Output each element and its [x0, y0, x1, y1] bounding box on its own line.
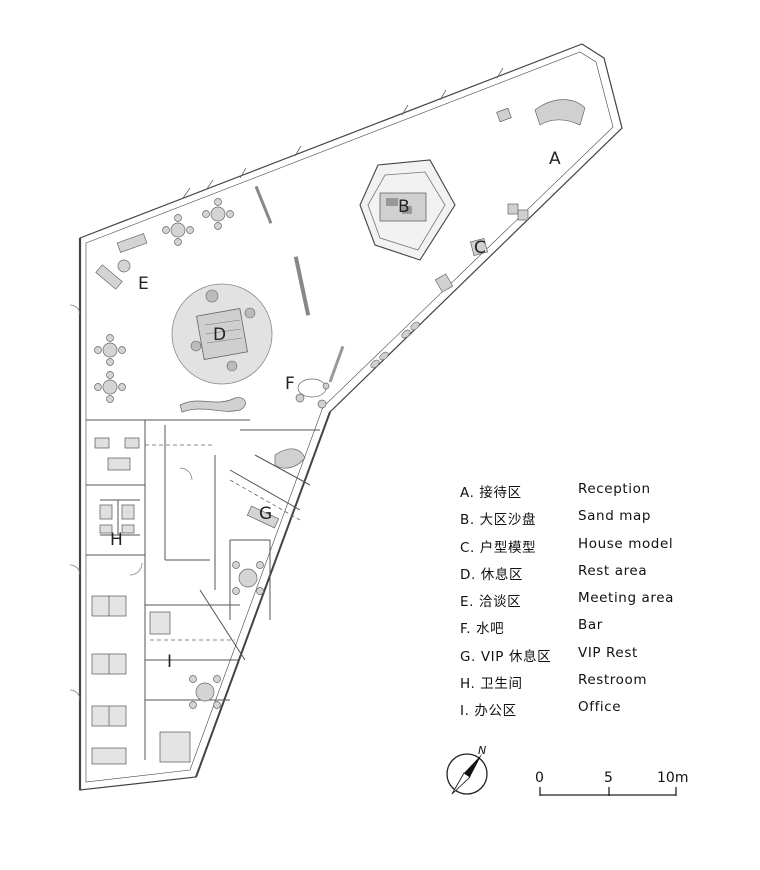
- legend-code: E. 洽谈区: [460, 594, 522, 611]
- diagonal-seating: [370, 321, 420, 369]
- restroom-fixtures: [94, 437, 140, 534]
- legend-row-b: B. 大区沙盘 Sand map: [460, 508, 750, 535]
- legend-english: Office: [578, 699, 622, 716]
- scale-tick-10m: 10m: [657, 770, 688, 786]
- legend-row-h: H. 卫生间 Restroom: [460, 672, 750, 699]
- legend-row-e: E. 洽谈区 Meeting area: [460, 590, 750, 617]
- legend-english: VIP Rest: [578, 644, 638, 661]
- bar-furniture: [179, 378, 330, 469]
- legend-code: G. VIP 休息区: [460, 648, 552, 665]
- legend-row-g: G. VIP 休息区 VIP Rest: [460, 645, 750, 672]
- interior-walls: [86, 419, 320, 760]
- legend-english: House model: [578, 535, 674, 552]
- scale-bar: 0 5 10m: [535, 770, 688, 796]
- legend-code: I. 办公区: [460, 703, 517, 720]
- legend-code: D. 休息区: [460, 566, 524, 583]
- legend-row-a: A. 接待区 Reception: [460, 481, 750, 508]
- north-arrow-icon: N: [446, 744, 488, 795]
- legend-english: Sand map: [578, 508, 652, 525]
- legend-row-i: I. 办公区 Office: [460, 699, 750, 726]
- room-label-i: I: [167, 652, 172, 672]
- legend-code: F. 水吧: [460, 621, 505, 638]
- legend-code: B. 大区沙盘: [460, 512, 537, 529]
- office-desks: [91, 595, 191, 765]
- room-label-f: F: [285, 374, 295, 394]
- legend-row-d: D. 休息区 Rest area: [460, 563, 750, 590]
- scale-tick-5: 5: [604, 770, 613, 786]
- window-marks: [182, 67, 504, 199]
- legend-row-f: F. 水吧 Bar: [460, 617, 750, 644]
- room-label-g: G: [259, 504, 272, 524]
- display-wall: [254, 185, 345, 383]
- reception-furniture: [434, 99, 586, 293]
- dashed-lines: [145, 444, 301, 641]
- north-label: N: [478, 744, 486, 757]
- room-label-h: H: [110, 530, 123, 550]
- rest-area-circle: [171, 283, 273, 385]
- legend-english: Reception: [578, 481, 651, 497]
- room-label-d: D: [213, 325, 226, 345]
- scale-tick-0: 0: [535, 770, 544, 786]
- room-label-a: A: [549, 149, 561, 169]
- sand-map: [359, 159, 456, 261]
- legend-code: A. 接待区: [460, 485, 522, 501]
- legend-code: H. 卫生间: [460, 676, 523, 693]
- legend-english: Bar: [578, 617, 603, 634]
- room-label-e: E: [138, 274, 149, 294]
- room-label-c: C: [474, 238, 486, 258]
- meeting-tables: [94, 198, 234, 403]
- legend-english: Restroom: [578, 672, 648, 689]
- building-outline: [78, 43, 623, 791]
- door-swings: [69, 304, 193, 701]
- vip-tables: [189, 505, 280, 709]
- legend: A. 接待区 Reception B. 大区沙盘 Sand map C. 户型模…: [460, 481, 750, 727]
- legend-english: Rest area: [578, 562, 648, 579]
- room-label-b: B: [398, 197, 410, 217]
- legend-english: Meeting area: [578, 590, 675, 607]
- legend-row-c: C. 户型模型 House model: [460, 536, 750, 563]
- legend-code: C. 户型模型: [460, 539, 537, 556]
